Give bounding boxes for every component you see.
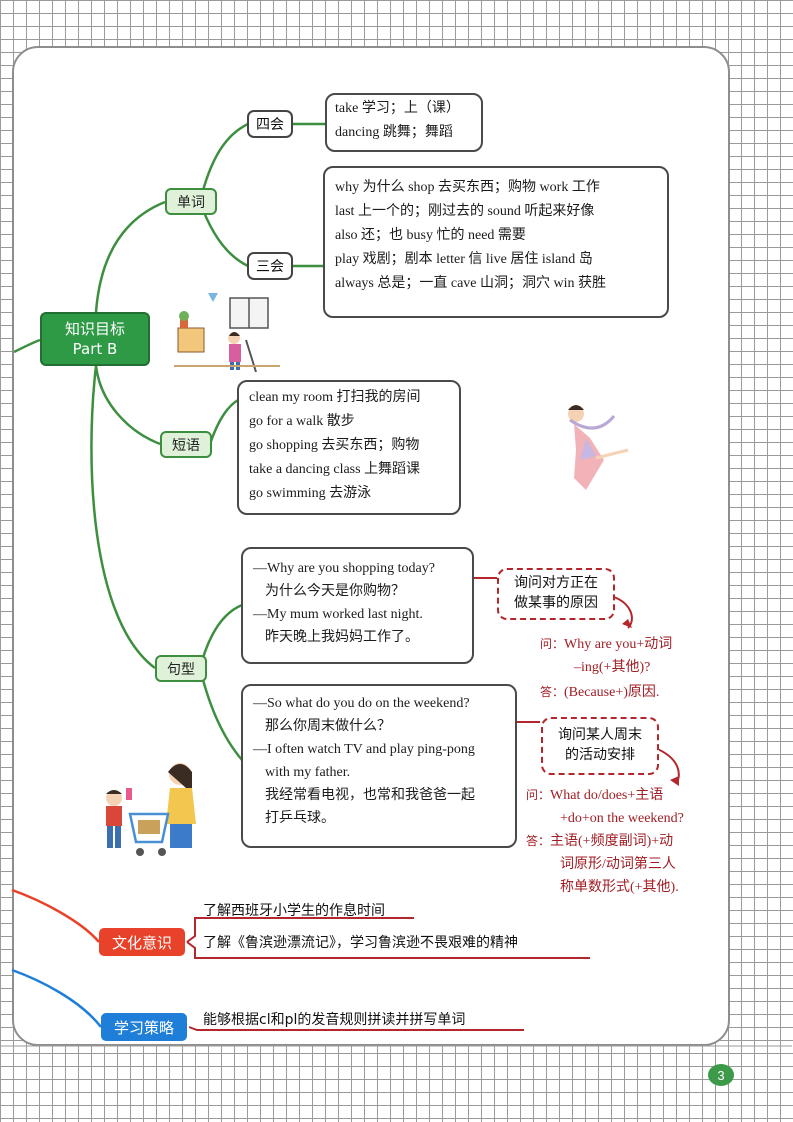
- sentence-group-2: —So what do you do on the weekend? 那么你周末…: [241, 684, 517, 848]
- pattern-line: 主语(+频度副词)+动: [550, 834, 674, 849]
- word-item: why 为什么 shop 去买东西；购物 work 工作: [335, 180, 600, 195]
- sentence-line: with my father.: [265, 765, 351, 780]
- strategy-tag: 学习策略: [101, 1013, 187, 1041]
- phrase-item: go shopping 去买东西；购物: [249, 438, 420, 453]
- sentence-group-1: —Why are you shopping today? 为什么今天是你购物？ …: [241, 547, 474, 664]
- phrases-tag: 短语: [160, 431, 212, 458]
- sentences-tag: 句型: [155, 655, 207, 682]
- page-number: 3: [708, 1064, 734, 1086]
- pattern-line: Why are you+动词: [564, 637, 673, 652]
- dancing-girl-illustration: [568, 405, 629, 490]
- words-tag: 单词: [165, 188, 217, 215]
- sentence-line: 那么你周末做什么？: [265, 719, 391, 734]
- phrase-item: take a dancing class 上舞蹈课: [249, 462, 421, 477]
- answer-label: 答：: [526, 834, 551, 848]
- sentence-line: 我经常看电视，也常和我爸爸一起: [265, 788, 475, 803]
- pattern-question-1: 问：Why are you+动词: [540, 634, 672, 655]
- word-item: take 学习；上（课）: [335, 101, 460, 116]
- family-shopping-illustration: [106, 763, 196, 856]
- culture-item: 了解西班牙小学生的作息时间: [203, 903, 385, 919]
- phrase-item: clean my room 打扫我的房间: [249, 390, 421, 405]
- strategy-item: 能够根据cl和pl的发音规则拼读并拼写单词: [203, 1012, 466, 1028]
- sentence-line: 打乒乓球。: [265, 811, 335, 826]
- word-item: last 上一个的；刚过去的 sound 听起来好像: [335, 204, 595, 219]
- pattern-line: –ing(+其他)?: [574, 660, 651, 675]
- phrase-item: go swimming 去游泳: [249, 486, 372, 501]
- word-item: play 戏剧；剧本 letter 信 live 居住 island 岛: [335, 252, 593, 267]
- pattern-answer-1: 答：(Because+)原因.: [540, 682, 659, 703]
- word-item: also 还；也 busy 忙的 need 需要: [335, 228, 526, 243]
- sentence-line: —Why are you shopping today?: [253, 561, 435, 576]
- three-skill-words-box: why 为什么 shop 去买东西；购物 work 工作 last 上一个的；刚…: [323, 166, 669, 318]
- question-label: 问：: [540, 637, 565, 651]
- three-skill-tag: 三会: [247, 252, 293, 280]
- culture-tag: 文化意识: [99, 928, 185, 956]
- sentence-line: —My mum worked last night.: [253, 607, 423, 622]
- culture-item: 了解《鲁滨逊漂流记》，学习鲁滨逊不畏艰难的精神: [203, 935, 518, 951]
- tip-box-2: 询问某人周末 的活动安排: [541, 717, 659, 775]
- knowledge-goal-root: 知识目标 Part B: [40, 312, 150, 366]
- tip-line: 询问对方正在: [514, 575, 598, 591]
- tip-line: 做某事的原因: [514, 595, 598, 611]
- root-title: 知识目标: [64, 320, 125, 338]
- word-item: dancing 跳舞；舞蹈: [335, 125, 453, 140]
- phrases-box: clean my room 打扫我的房间 go for a walk 散步 go…: [237, 380, 461, 515]
- sentence-line: 为什么今天是你购物？: [265, 584, 405, 599]
- tip-line: 的活动安排: [565, 747, 635, 763]
- pattern-line: 称单数形式(+其他).: [560, 880, 679, 895]
- sentence-line: 昨天晚上我妈妈工作了。: [265, 630, 419, 645]
- pattern-question-2: 问：What do/does+主语: [526, 785, 663, 806]
- root-subtitle: Part B: [72, 340, 118, 358]
- pattern-line: 词原形/动词第三人: [560, 857, 676, 872]
- word-item: always 总是；一直 cave 山洞；洞穴 win 获胜: [335, 276, 607, 291]
- sentence-line: —So what do you do on the weekend?: [253, 696, 470, 711]
- answer-label: 答：: [540, 685, 565, 699]
- pattern-line: (Because+)原因.: [564, 685, 660, 700]
- pattern-line: +do+on the weekend?: [560, 811, 684, 826]
- four-skill-tag: 四会: [247, 110, 293, 138]
- tip-box-1: 询问对方正在 做某事的原因: [497, 568, 615, 620]
- pattern-answer-2: 答：主语(+频度副词)+动: [526, 831, 673, 852]
- pattern-line: What do/does+主语: [550, 788, 664, 803]
- question-label: 问：: [526, 788, 551, 802]
- tip-line: 询问某人周末: [558, 727, 642, 743]
- phrase-item: go for a walk 散步: [249, 414, 355, 429]
- girl-sweeping-illustration: [174, 293, 280, 372]
- four-skill-words-box: take 学习；上（课） dancing 跳舞；舞蹈: [325, 93, 483, 152]
- sentence-line: —I often watch TV and play ping-pong: [253, 742, 475, 757]
